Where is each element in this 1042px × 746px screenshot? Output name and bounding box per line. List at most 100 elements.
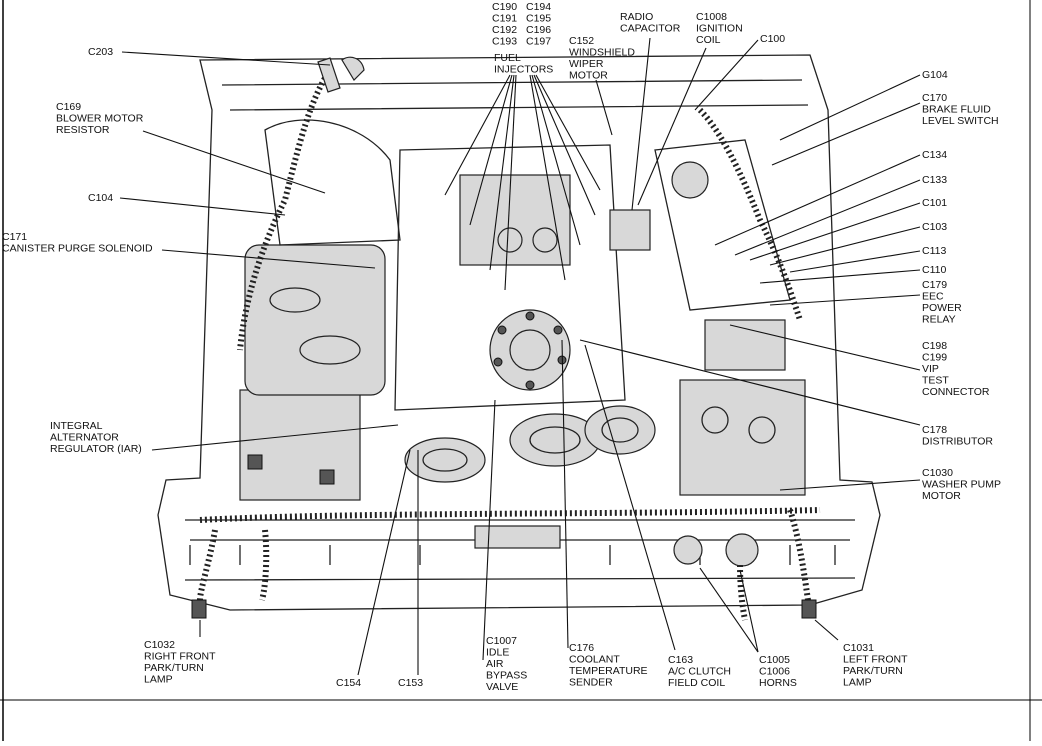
- label-line: RIGHT FRONT: [144, 651, 216, 663]
- label-line: C103: [922, 221, 947, 233]
- label-line: BRAKE FLUID: [922, 104, 991, 116]
- horn: [673, 535, 703, 565]
- label-line: C1007: [486, 635, 517, 647]
- ignition-coil: [609, 209, 651, 251]
- battery: [239, 389, 361, 501]
- leader-line: [739, 569, 759, 653]
- leader-line: [714, 154, 921, 246]
- leader-lines: [119, 37, 921, 676]
- label-line: LEVEL SWITCH: [922, 115, 999, 127]
- label-line: COOLANT: [569, 654, 620, 666]
- leader-line: [142, 130, 326, 194]
- leader-line: [771, 102, 921, 166]
- label-line: CONNECTOR: [922, 386, 990, 398]
- label-line: BLOWER MOTOR: [56, 113, 144, 125]
- label-line: C154: [336, 677, 361, 689]
- leader-line: [489, 74, 515, 271]
- label-line: G104: [922, 69, 948, 81]
- leader-line: [444, 74, 511, 196]
- label-line: C152: [569, 35, 594, 47]
- leader-line: [119, 197, 286, 216]
- label-line: C193: [492, 36, 517, 48]
- label-line: C101: [922, 197, 947, 209]
- lamp-socket: [191, 599, 817, 619]
- label-line: C194: [526, 1, 551, 13]
- booster-cap: [671, 161, 709, 199]
- label-line: C133: [922, 174, 947, 186]
- leader-line: [779, 74, 921, 141]
- label-line: ALTERNATOR: [50, 432, 119, 444]
- label-line: HORNS: [759, 677, 797, 689]
- label-line: C196: [526, 24, 551, 36]
- leader-line: [531, 74, 581, 246]
- label-line: C113: [922, 245, 946, 257]
- label-line: C1031: [843, 642, 874, 654]
- label-line: C134: [922, 149, 947, 161]
- label-line: FUEL: [494, 52, 521, 64]
- label-line: SENDER: [569, 677, 613, 689]
- accessory-pulleys: [404, 405, 656, 483]
- label-line: DISTRIBUTOR: [922, 436, 993, 448]
- leader-line: [769, 294, 921, 306]
- label-line: MOTOR: [922, 490, 961, 502]
- label-line: C100: [760, 33, 785, 45]
- label-line: POWER: [922, 302, 962, 314]
- leader-line: [535, 74, 601, 191]
- leader-line: [759, 269, 921, 284]
- leader-line: [789, 250, 921, 273]
- reservoir-cap: [701, 406, 729, 434]
- air-tube: [299, 335, 361, 365]
- leader-line: [504, 74, 517, 291]
- label-line: C198: [922, 340, 947, 352]
- label-line: C1032: [144, 639, 175, 651]
- label-line: C197: [526, 36, 551, 48]
- label-line: BYPASS: [486, 670, 527, 682]
- leader-line: [595, 79, 613, 136]
- label-line: RADIO: [620, 11, 653, 23]
- label-line: LAMP: [843, 677, 872, 689]
- label-line: C1005: [759, 654, 790, 666]
- label-line: RESISTOR: [56, 124, 110, 136]
- label-line: WINDSHIELD: [569, 47, 635, 59]
- label-line: VALVE: [486, 681, 518, 693]
- label-line: C104: [88, 192, 113, 204]
- leader-line: [814, 619, 839, 641]
- label-c113: C113: [922, 245, 946, 257]
- label-line: CAPACITOR: [620, 23, 681, 35]
- label-line: MOTOR: [569, 70, 608, 82]
- label-c101: C101: [922, 197, 947, 209]
- label-line: LAMP: [144, 674, 173, 686]
- label-line: IDLE: [486, 647, 509, 659]
- label-line: C110: [922, 264, 946, 276]
- label-line: C179: [922, 279, 947, 291]
- battery-post: [247, 454, 263, 470]
- label-line: C153: [398, 677, 423, 689]
- label-c104: C104: [88, 192, 113, 204]
- leader-line: [529, 74, 566, 281]
- label-line: C192: [492, 24, 517, 36]
- label-line: C169: [56, 101, 81, 113]
- label-line: WIPER: [569, 58, 604, 70]
- leader-line: [769, 226, 921, 266]
- label-line: RELAY: [922, 314, 956, 326]
- leader-line: [151, 424, 399, 451]
- leader-line: [533, 74, 596, 216]
- throttle-body: [532, 227, 558, 253]
- label-line: C170: [922, 92, 947, 104]
- leader-line: [631, 37, 651, 211]
- label-line: REGULATOR (IAR): [50, 443, 142, 455]
- label-line: TEMPERATURE: [569, 665, 648, 677]
- label-line: COIL: [696, 34, 721, 46]
- throttle-body: [497, 227, 523, 253]
